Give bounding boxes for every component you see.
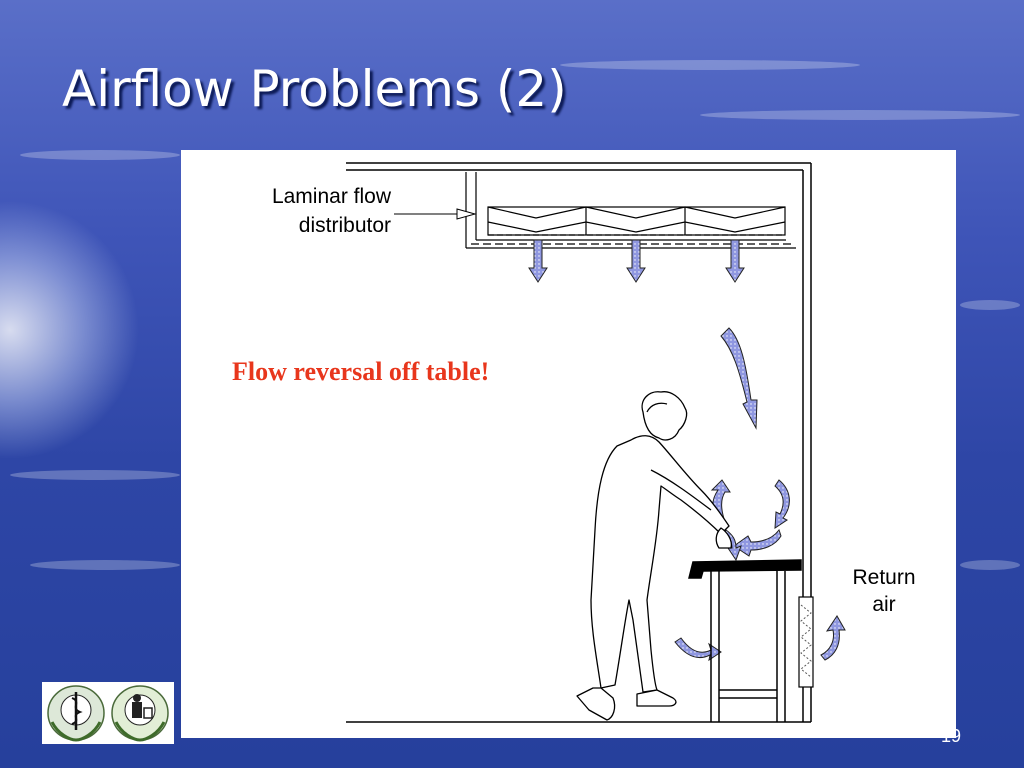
who-emblem-icon	[47, 685, 105, 742]
return-air-grille	[798, 596, 814, 688]
background-streak	[30, 560, 180, 570]
logos-svg	[47, 685, 169, 742]
curved-down-arrow-icon	[720, 327, 758, 430]
background-streak	[700, 110, 1020, 120]
curved-arrow-icon	[774, 479, 790, 529]
partner-emblem-icon	[111, 685, 169, 742]
airflow-diagram: Laminar flow distributor Flow reversal o…	[232, 162, 916, 723]
background-glow	[0, 200, 140, 460]
diagram-panel: Laminar flow distributor Flow reversal o…	[181, 150, 956, 738]
page-number: 19	[941, 726, 962, 746]
worker-figure	[576, 391, 733, 721]
background-streak	[960, 560, 1020, 570]
distributor-label-line1: Laminar flow	[272, 185, 392, 208]
down-arrow-icon	[725, 239, 745, 283]
background-streak	[10, 470, 180, 480]
distributor-pointer	[394, 208, 477, 220]
curved-arrow-icon	[733, 528, 782, 557]
flow-reversal-note: Flow reversal off table!	[232, 357, 489, 386]
down-arrow-icon	[528, 239, 548, 283]
downflow-arrows	[528, 239, 745, 283]
laminar-flow-distributor	[465, 172, 796, 249]
return-air-label-line1: Return	[852, 566, 915, 589]
work-table	[688, 559, 802, 722]
curved-arrow-icon	[674, 637, 722, 662]
slide-title: Airflow Problems (2)	[62, 60, 567, 118]
background-streak	[560, 60, 860, 70]
return-air-label-line2: air	[872, 593, 895, 616]
background-streak	[20, 150, 180, 160]
background-streak	[960, 300, 1020, 310]
logo-strip	[42, 682, 174, 744]
room-walls	[346, 162, 812, 723]
curved-up-arrow-icon	[820, 615, 846, 661]
distributor-label-line2: distributor	[299, 214, 391, 237]
down-arrow-icon	[626, 239, 646, 283]
